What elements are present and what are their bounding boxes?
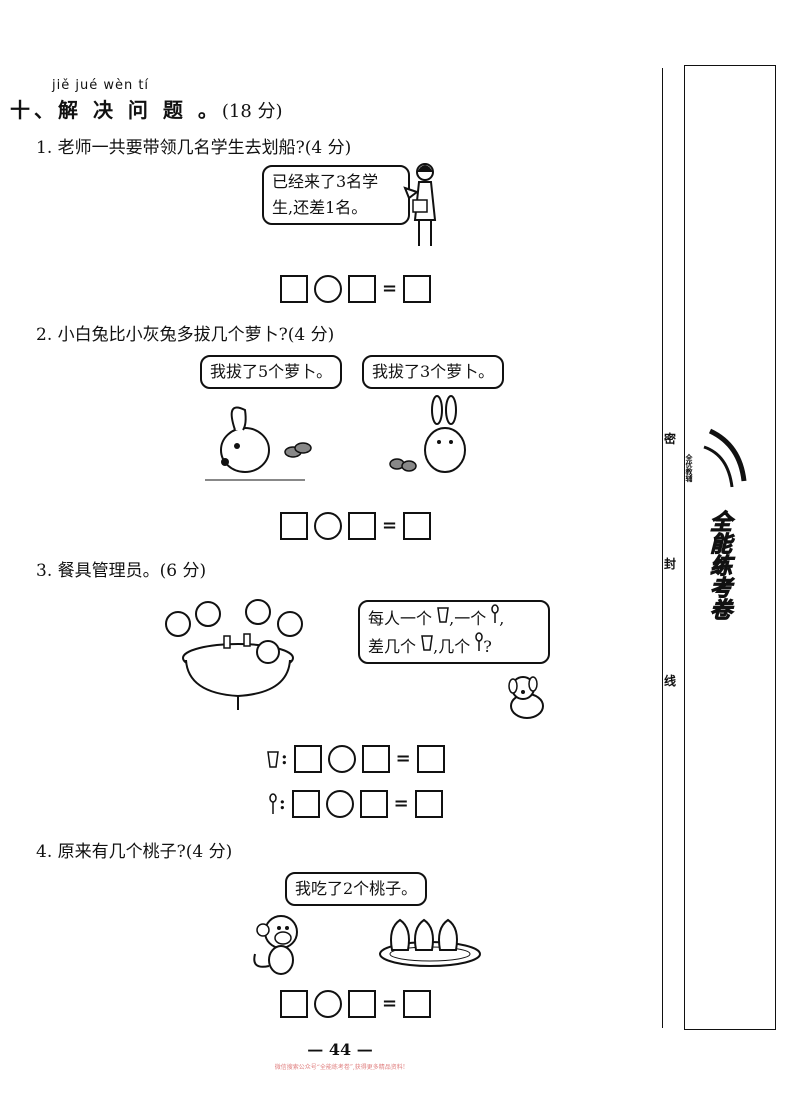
question-3-label: 3. 餐具管理员。(6 分)	[36, 561, 207, 581]
bubble-line-2: 差几个 ,几个 ?	[368, 632, 540, 660]
cup-icon	[267, 751, 279, 768]
equation-row-spoons: : =	[269, 790, 443, 818]
white-rabbit-illustration	[389, 395, 466, 473]
brand-logo-text: 全优教辅	[685, 454, 693, 482]
equation-row-cups: : =	[267, 745, 445, 773]
bubble-line-1: 已经来了3名学	[272, 172, 379, 191]
seal-label-feng: 封	[664, 557, 677, 571]
result-box[interactable]	[414, 790, 443, 818]
equals-sign: =	[382, 278, 398, 299]
operator-circle[interactable]	[314, 275, 342, 303]
brand-title: 全能练考卷	[706, 510, 732, 621]
seal-label-mi: 密	[664, 432, 677, 446]
seal-line	[662, 68, 663, 1028]
answer-box[interactable]	[348, 512, 376, 540]
children-table-illustration	[165, 599, 303, 710]
colon: :	[281, 748, 288, 769]
peach-plate-illustration	[379, 918, 481, 967]
answer-box[interactable]	[280, 275, 308, 303]
rabbit-b-speech-bubble: 我拔了3个萝卜。	[362, 355, 505, 389]
section-title-text: 十、解 决 问 题 。	[10, 98, 222, 122]
bubble-text: ,几个	[433, 637, 471, 656]
teacher-speech-bubble: 已经来了3名学 生,还差1名。	[262, 165, 410, 225]
answer-box[interactable]	[280, 512, 308, 540]
answer-box[interactable]	[361, 745, 390, 773]
spoon-icon	[475, 632, 484, 651]
seal-label-xian: 线	[664, 674, 677, 688]
colon: :	[279, 793, 286, 814]
answer-box[interactable]	[348, 275, 376, 303]
answer-box[interactable]	[293, 745, 322, 773]
answer-box[interactable]	[348, 990, 376, 1018]
bubble-text: ,一个	[449, 609, 487, 628]
equals-sign: =	[382, 515, 398, 536]
answer-box[interactable]	[359, 790, 388, 818]
bubble-text: ,	[499, 609, 505, 628]
equals-sign: =	[382, 993, 398, 1014]
result-box[interactable]	[416, 745, 445, 773]
monkey-speech-bubble: 我吃了2个桃子。	[285, 872, 428, 906]
section-score: (18 分)	[221, 101, 283, 122]
teacher-illustration	[403, 163, 437, 246]
footer-note: 微信搜索公众号“全能练考卷”,获得更多精品资料!	[274, 1064, 406, 1071]
question-2-label: 2. 小白兔比小灰兔多拔几个萝卜?(4 分)	[36, 325, 335, 345]
bubble-text: 差几个	[368, 637, 417, 656]
answer-box[interactable]	[280, 990, 308, 1018]
operator-circle[interactable]	[327, 745, 356, 773]
dog-speech-bubble: 每人一个 ,一个 , 差几个 ,几个 ?	[358, 600, 550, 664]
section-pinyin: jiě jué wèn tí	[52, 78, 150, 93]
dog-illustration	[508, 676, 544, 719]
answer-box[interactable]	[291, 790, 320, 818]
section-title: 十、解 决 问 题 。(18 分)	[10, 94, 283, 123]
gray-rabbit-illustration	[205, 406, 312, 481]
spoon-icon	[269, 793, 277, 814]
operator-circle[interactable]	[314, 512, 342, 540]
binding-margin-frame	[684, 65, 776, 1030]
monkey-illustration	[253, 915, 298, 975]
page-number: — 44 —	[307, 1040, 373, 1059]
spoon-icon	[491, 604, 500, 623]
operator-circle[interactable]	[325, 790, 354, 818]
equation-row-1: =	[280, 275, 432, 303]
question-1-label: 1. 老师一共要带领几名学生去划船?(4 分)	[36, 138, 352, 158]
brand-logo	[703, 428, 747, 488]
rabbit-a-speech-bubble: 我拔了5个萝卜。	[200, 355, 343, 389]
equals-sign: =	[393, 793, 409, 814]
question-4-label: 4. 原来有几个桃子?(4 分)	[36, 842, 233, 862]
bubble-line-2: 生,还差1名。	[272, 198, 368, 217]
cup-icon	[421, 635, 433, 651]
result-box[interactable]	[403, 275, 432, 303]
equation-row-4: =	[280, 990, 432, 1018]
equals-sign: =	[395, 748, 411, 769]
equation-row-2: =	[280, 512, 432, 540]
bubble-line-1: 每人一个 ,一个 ,	[368, 604, 540, 632]
bubble-text: 每人一个	[368, 609, 433, 628]
result-box[interactable]	[403, 990, 432, 1018]
operator-circle[interactable]	[314, 990, 342, 1018]
result-box[interactable]	[403, 512, 432, 540]
cup-icon	[437, 607, 449, 623]
bubble-text: ?	[483, 637, 492, 656]
